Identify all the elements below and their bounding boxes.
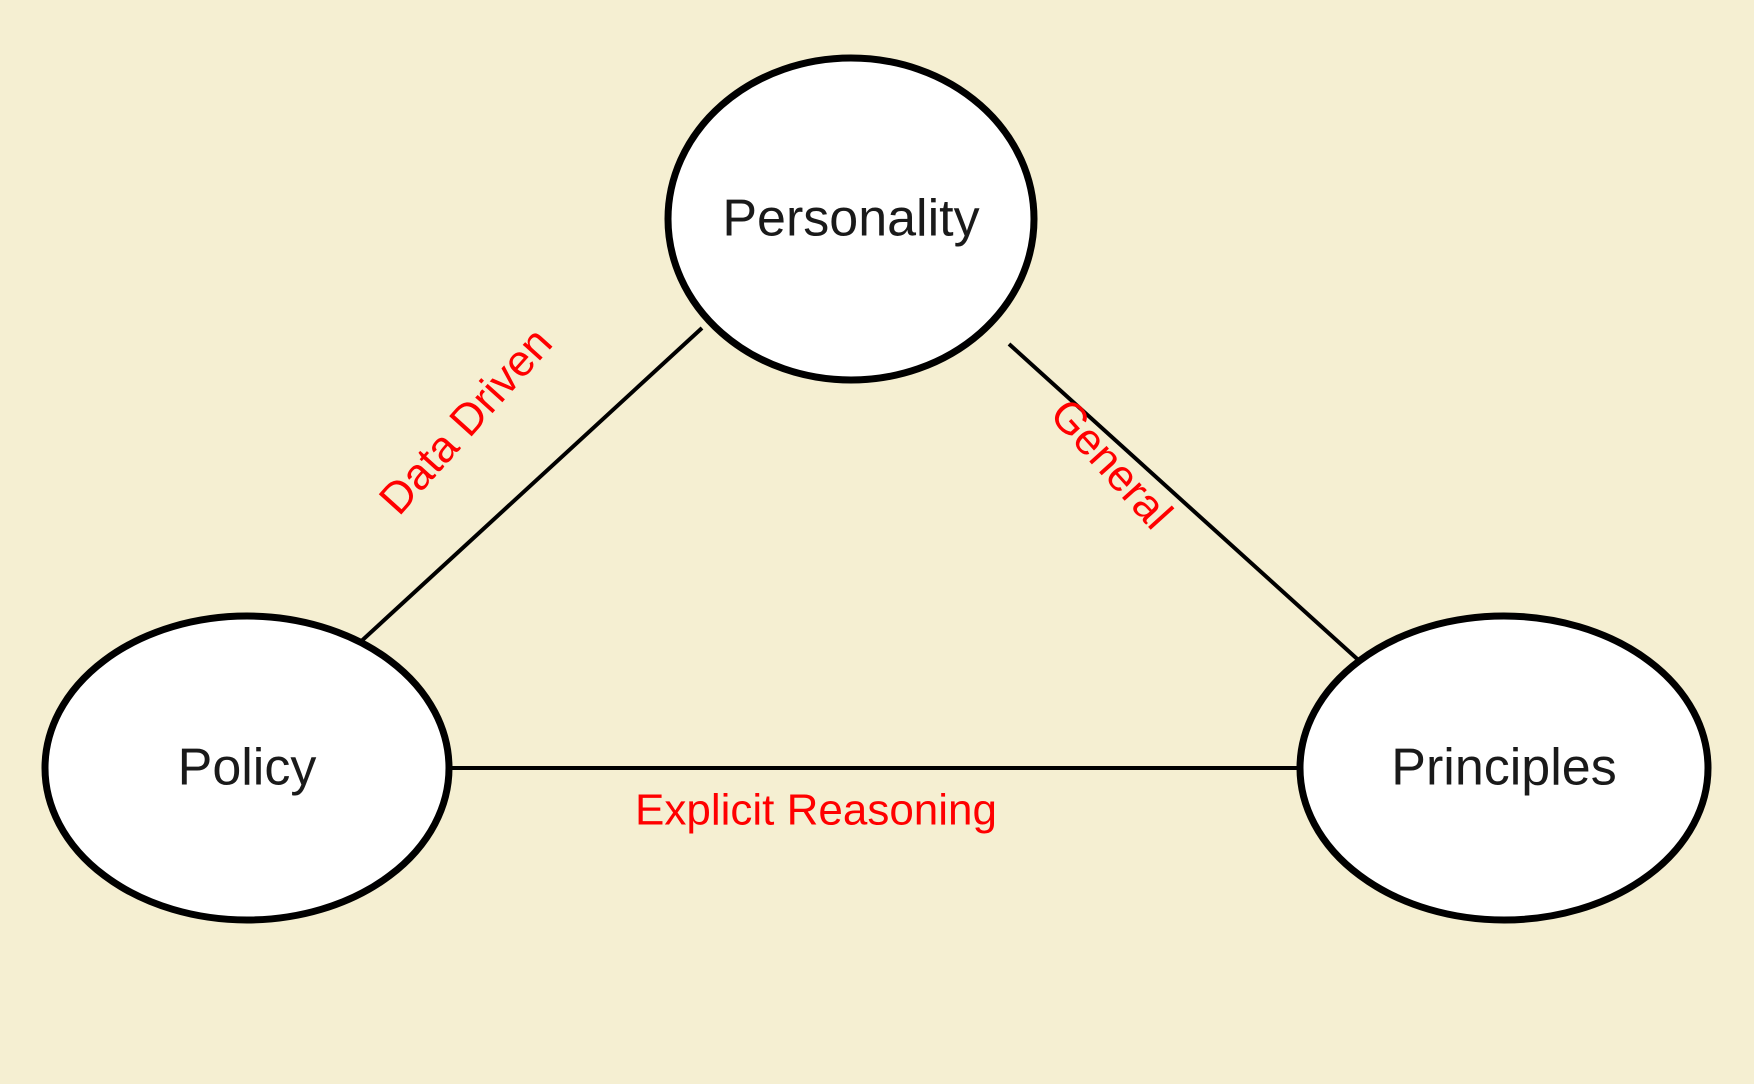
edge-personality-principles[interactable] xyxy=(1007,342,1367,668)
node-policy-label: Policy xyxy=(178,739,317,797)
node-personality-ellipse[interactable] xyxy=(664,54,1038,384)
edge-label-general: General xyxy=(1041,390,1182,539)
node-policy-ellipse[interactable] xyxy=(41,612,453,924)
node-principles[interactable]: Principles xyxy=(1296,612,1712,924)
node-group: Personality Policy Principles xyxy=(41,54,1712,924)
edge-policy-personality[interactable] xyxy=(354,326,704,648)
edge-label-data-driven: Data Driven xyxy=(370,318,562,523)
edge-group xyxy=(354,326,1367,770)
edge-label-group: Data Driven General Explicit Reasoning xyxy=(370,318,1182,834)
node-personality[interactable]: Personality xyxy=(664,54,1038,384)
node-policy[interactable]: Policy xyxy=(41,612,453,924)
edge-label-explicit-reasoning: Explicit Reasoning xyxy=(635,786,997,835)
node-principles-ellipse[interactable] xyxy=(1296,612,1712,924)
node-personality-label: Personality xyxy=(722,190,979,248)
node-principles-label: Principles xyxy=(1391,739,1616,797)
